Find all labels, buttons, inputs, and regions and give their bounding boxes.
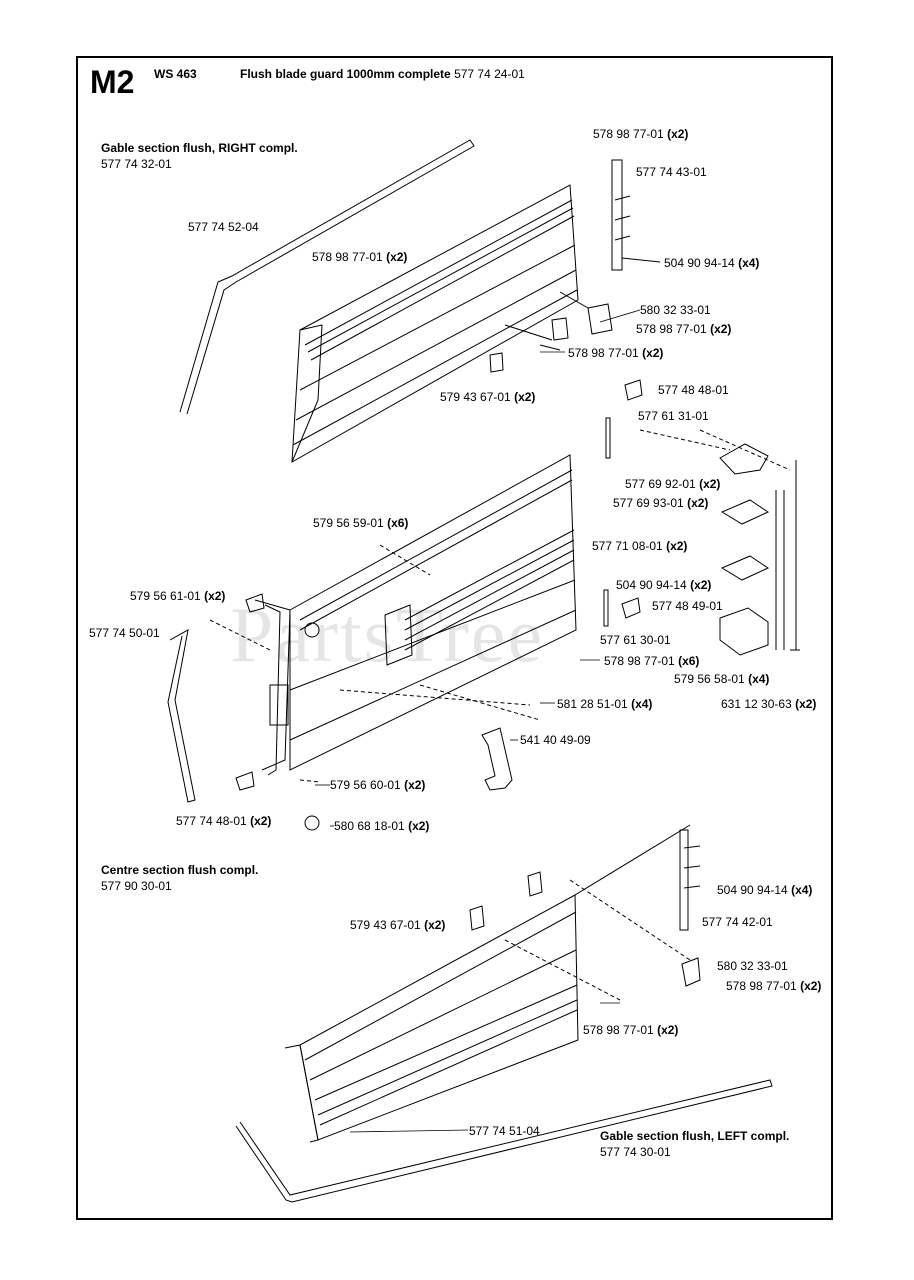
section-left-title: Gable section flush, LEFT compl. [600, 1129, 790, 1143]
bracket-small-right [489, 291, 613, 373]
gable-panel-right [291, 184, 579, 463]
callout-28: 580 68 18-01 (x2) [334, 819, 430, 833]
knobs [235, 593, 320, 831]
callout-31: 577 74 42-01 [702, 915, 773, 929]
assembly-title: Flush blade guard 1000mm complete 577 74… [240, 67, 525, 81]
callout-18: 577 48 49-01 [652, 599, 723, 613]
callout-14: 579 56 59-01 (x6) [313, 516, 409, 530]
handle [481, 727, 513, 791]
diagram-frame [76, 56, 833, 1220]
assembly-lines [209, 429, 791, 1001]
section-right-title: Gable section flush, RIGHT compl. [101, 141, 298, 155]
callout-11: 577 61 31-01 [638, 409, 709, 423]
rubber-strip-lower [235, 1079, 773, 1203]
callout-35: 577 74 51-04 [469, 1124, 540, 1138]
callout-19: 577 74 50-01 [89, 626, 160, 640]
callout-23: 631 12 30-63 (x2) [721, 697, 817, 711]
callout-2: 577 74 43-01 [636, 165, 707, 179]
callout-6: 580 32 33-01 [640, 303, 711, 317]
callout-33: 578 98 77-01 (x2) [726, 979, 822, 993]
callout-10: 577 48 48-01 [658, 383, 729, 397]
callout-12: 577 69 92-01 (x2) [625, 477, 721, 491]
callout-30: 579 43 67-01 (x2) [350, 918, 446, 932]
gable-panel-left [284, 824, 691, 1143]
callout-22: 579 56 58-01 (x4) [674, 672, 770, 686]
callout-7: 578 98 77-01 (x2) [636, 322, 732, 336]
upright-bracket-left [469, 829, 701, 987]
section-centre-title: Centre section flush compl. [101, 863, 259, 877]
callout-17: 579 56 61-01 (x2) [130, 589, 226, 603]
hinge-parts [603, 379, 800, 656]
section-centre-part-number: 577 90 30-01 [101, 879, 172, 893]
section-left-part-number: 577 74 30-01 [600, 1145, 671, 1159]
callout-26: 579 56 60-01 (x2) [330, 778, 426, 792]
callout-4: 578 98 77-01 (x2) [312, 250, 408, 264]
section-right: Gable section flush, RIGHT compl. 577 74… [101, 140, 298, 172]
rubber-strip-middle [167, 629, 196, 803]
model-name: WS 463 [154, 67, 197, 81]
callout-15: 577 71 08-01 (x2) [592, 539, 688, 553]
callout-5: 504 90 94-14 (x4) [664, 256, 760, 270]
callout-24: 581 28 51-01 (x4) [557, 697, 653, 711]
assembly-title-text: Flush blade guard 1000mm complete [240, 67, 451, 81]
callout-29: 504 90 94-14 (x4) [717, 883, 813, 897]
callout-32: 580 32 33-01 [717, 959, 788, 973]
section-centre: Centre section flush compl. 577 90 30-01 [101, 862, 258, 894]
section-code: M2 [90, 64, 135, 100]
callout-1: 578 98 77-01 (x2) [593, 127, 689, 141]
section-left: Gable section flush, LEFT compl. 577 74 … [600, 1128, 789, 1160]
callout-8: 578 98 77-01 (x2) [568, 346, 664, 360]
callout-13: 577 69 93-01 (x2) [613, 496, 709, 510]
callout-25: 541 40 49-09 [520, 733, 591, 747]
callout-27: 577 74 48-01 (x2) [176, 814, 272, 828]
callout-34: 578 98 77-01 (x2) [583, 1023, 679, 1037]
callout-3: 577 74 52-04 [188, 220, 259, 234]
section-right-part-number: 577 74 32-01 [101, 157, 172, 171]
leader-lines [315, 309, 641, 1133]
callout-9: 579 43 67-01 (x2) [440, 390, 536, 404]
upright-bracket-right [611, 159, 661, 271]
assembly-part-number: 577 74 24-01 [454, 67, 525, 81]
callout-16: 504 90 94-14 (x2) [616, 578, 712, 592]
callout-20: 577 61 30-01 [600, 633, 671, 647]
callout-21: 578 98 77-01 (x6) [604, 654, 700, 668]
centre-panel [254, 454, 577, 776]
rubber-strip-upper [179, 139, 475, 415]
